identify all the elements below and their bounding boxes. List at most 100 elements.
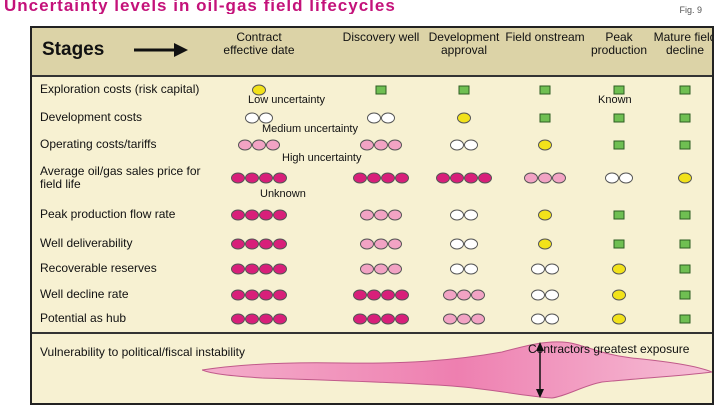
low-dot-icon (678, 172, 692, 184)
unknown-dot-icon (231, 263, 245, 275)
right-arrow-icon (134, 43, 188, 57)
uncertainty-marker (252, 84, 266, 96)
uncertainty-marker (360, 139, 402, 151)
known-square-icon (679, 113, 691, 123)
uncertainty-marker (613, 239, 625, 249)
known-square-icon (613, 210, 625, 220)
medium-dot-icon (450, 263, 464, 275)
unknown-dot-icon (245, 209, 259, 221)
known-square-icon (375, 85, 387, 95)
uncertainty-marker (360, 209, 402, 221)
unknown-dot-icon (478, 172, 492, 184)
medium-dot-icon (464, 209, 478, 221)
uncertainty-marker (231, 313, 287, 325)
uncertainty-marker (613, 210, 625, 220)
row-label-4: Average oil/gas sales price for field li… (40, 164, 201, 191)
unknown-dot-icon (231, 209, 245, 221)
uncertainty-marker (531, 263, 559, 275)
unknown-dot-icon (245, 172, 259, 184)
uncertainty-marker (457, 112, 471, 124)
figure-number: Fig. 9 (679, 5, 702, 15)
unknown-dot-icon (381, 313, 395, 325)
uncertainty-marker (538, 238, 552, 250)
high-dot-icon (374, 139, 388, 151)
high-dot-icon (266, 139, 280, 151)
uncertainty-marker (443, 289, 485, 301)
high-dot-icon (252, 139, 266, 151)
uncertainty-marker (360, 263, 402, 275)
known-square-icon (679, 140, 691, 150)
column-header-1: Contract effective date (223, 30, 295, 57)
uncertainty-marker (679, 140, 691, 150)
low-dot-icon (612, 289, 626, 301)
unknown-dot-icon (259, 209, 273, 221)
uncertainty-marker (238, 139, 280, 151)
unknown-dot-icon (450, 172, 464, 184)
row-label-3: Operating costs/tariffs (40, 137, 157, 151)
note-unknown: Unknown (260, 188, 306, 200)
uncertainty-marker (353, 289, 409, 301)
unknown-dot-icon (245, 289, 259, 301)
known-square-icon (613, 140, 625, 150)
known-square-icon (679, 85, 691, 95)
high-dot-icon (360, 238, 374, 250)
unknown-dot-icon (231, 172, 245, 184)
high-dot-icon (388, 209, 402, 221)
known-square-icon (613, 239, 625, 249)
column-header-5: Peak production (590, 30, 648, 57)
uncertainty-marker (539, 85, 551, 95)
row-label-1: Exploration costs (risk capital) (40, 82, 200, 96)
high-dot-icon (360, 139, 374, 151)
unknown-dot-icon (273, 172, 287, 184)
column-header-4: Field onstream (505, 30, 585, 44)
unknown-dot-icon (245, 238, 259, 250)
unknown-dot-icon (245, 263, 259, 275)
section-divider (32, 332, 712, 334)
unknown-dot-icon (395, 289, 409, 301)
uncertainty-marker (231, 238, 287, 250)
uncertainty-marker (612, 263, 626, 275)
unknown-dot-icon (367, 172, 381, 184)
row-label-8: Well decline rate (40, 287, 129, 301)
uncertainty-marker (231, 209, 287, 221)
column-header-2: Discovery well (342, 30, 420, 44)
unknown-dot-icon (273, 263, 287, 275)
uncertainty-marker (436, 172, 492, 184)
low-dot-icon (612, 263, 626, 275)
column-header-6: Mature field decline (653, 30, 714, 57)
unknown-dot-icon (353, 313, 367, 325)
unknown-dot-icon (273, 238, 287, 250)
medium-dot-icon (605, 172, 619, 184)
unknown-dot-icon (273, 313, 287, 325)
medium-dot-icon (450, 209, 464, 221)
uncertainty-marker (605, 172, 633, 184)
medium-dot-icon (450, 238, 464, 250)
known-square-icon (679, 264, 691, 274)
unknown-dot-icon (273, 209, 287, 221)
medium-dot-icon (464, 263, 478, 275)
low-dot-icon (612, 313, 626, 325)
uncertainty-marker (231, 263, 287, 275)
uncertainty-marker (613, 113, 625, 123)
uncertainty-marker (353, 313, 409, 325)
uncertainty-marker (450, 209, 478, 221)
known-square-icon (613, 85, 625, 95)
uncertainty-marker (613, 140, 625, 150)
unknown-dot-icon (381, 289, 395, 301)
unknown-dot-icon (395, 313, 409, 325)
known-square-icon (539, 113, 551, 123)
uncertainty-marker (679, 290, 691, 300)
low-dot-icon (538, 139, 552, 151)
note-low-uncertainty: Low uncertainty (248, 94, 326, 106)
high-dot-icon (443, 289, 457, 301)
medium-dot-icon (450, 139, 464, 151)
uncertainty-marker (353, 172, 409, 184)
unknown-dot-icon (259, 172, 273, 184)
unknown-dot-icon (464, 172, 478, 184)
medium-dot-icon (545, 313, 559, 325)
uncertainty-marker (678, 172, 692, 184)
known-square-icon (679, 290, 691, 300)
note-medium-uncertainty: Medium uncertainty (262, 123, 358, 135)
known-square-icon (458, 85, 470, 95)
